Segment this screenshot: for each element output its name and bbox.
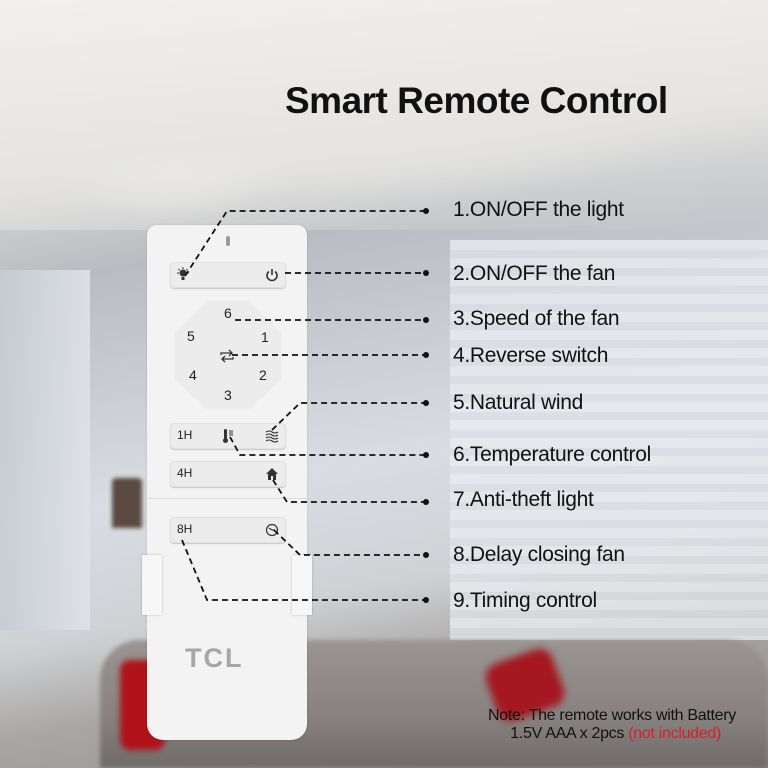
ceiling-fan-background bbox=[0, 0, 768, 230]
brand-logo: TCL bbox=[185, 643, 244, 673]
button-row-8h: 8H bbox=[170, 517, 286, 543]
speed-3-button[interactable]: 3 bbox=[224, 387, 232, 403]
battery-note-line2: 1.5V AAA x 2pcs (not included) bbox=[420, 725, 721, 743]
timer-4h-button[interactable]: 4H bbox=[177, 466, 193, 480]
button-row-1h: 1H bbox=[170, 423, 286, 449]
lamp bbox=[112, 478, 142, 528]
reverse-arrows-icon[interactable] bbox=[219, 348, 235, 364]
not-included-highlight: (not included) bbox=[628, 725, 721, 742]
power-icon[interactable] bbox=[264, 267, 280, 283]
feature-label-delay-closing: 8.Delay closing fan bbox=[453, 543, 625, 566]
feature-label-timing: 9.Timing control bbox=[453, 589, 597, 612]
feature-label-fan-power: 2.ON/OFF the fan bbox=[453, 262, 616, 285]
speed-5-button[interactable]: 5 bbox=[187, 328, 195, 344]
battery-spec: 1.5V AAA x 2pcs bbox=[510, 725, 625, 742]
thermometer-icon[interactable] bbox=[220, 428, 236, 444]
feature-label-light: 1.ON/OFF the light bbox=[453, 198, 624, 221]
speed-2-button[interactable]: 2 bbox=[259, 367, 267, 383]
remote-control: 6 5 1 4 2 3 1H 4H 8H TCL bbox=[142, 225, 312, 740]
timer-1h-button[interactable]: 1H bbox=[177, 428, 193, 442]
light-fan-power-button-row bbox=[170, 262, 286, 288]
indicator-led bbox=[226, 236, 230, 246]
lightbulb-icon[interactable] bbox=[175, 267, 191, 283]
wall-holder-clip-left bbox=[142, 555, 162, 615]
speed-1-button[interactable]: 1 bbox=[261, 329, 269, 345]
battery-note-line1: Note: The remote works with Battery bbox=[488, 707, 736, 724]
feature-label-natural-wind: 5.Natural wind bbox=[453, 391, 584, 414]
timer-8h-button[interactable]: 8H bbox=[177, 522, 193, 536]
battery-cover-seam bbox=[147, 498, 307, 499]
battery-note: Note: The remote works with Battery 1.5V… bbox=[420, 707, 755, 743]
feature-label-fan-speed: 3.Speed of the fan bbox=[453, 307, 620, 330]
feature-label-anti-theft: 7.Anti-theft light bbox=[453, 488, 594, 511]
speed-4-button[interactable]: 4 bbox=[189, 367, 197, 383]
page-title: Smart Remote Control bbox=[285, 80, 668, 121]
button-row-4h: 4H bbox=[170, 461, 286, 487]
wind-waves-icon[interactable] bbox=[264, 428, 280, 444]
speed-6-button[interactable]: 6 bbox=[224, 305, 232, 321]
feature-label-temperature: 6.Temperature control bbox=[453, 443, 651, 466]
feature-label-reverse: 4.Reverse switch bbox=[453, 344, 609, 367]
window-left bbox=[0, 270, 90, 630]
window-blinds bbox=[450, 240, 768, 640]
home-icon[interactable] bbox=[264, 466, 280, 482]
